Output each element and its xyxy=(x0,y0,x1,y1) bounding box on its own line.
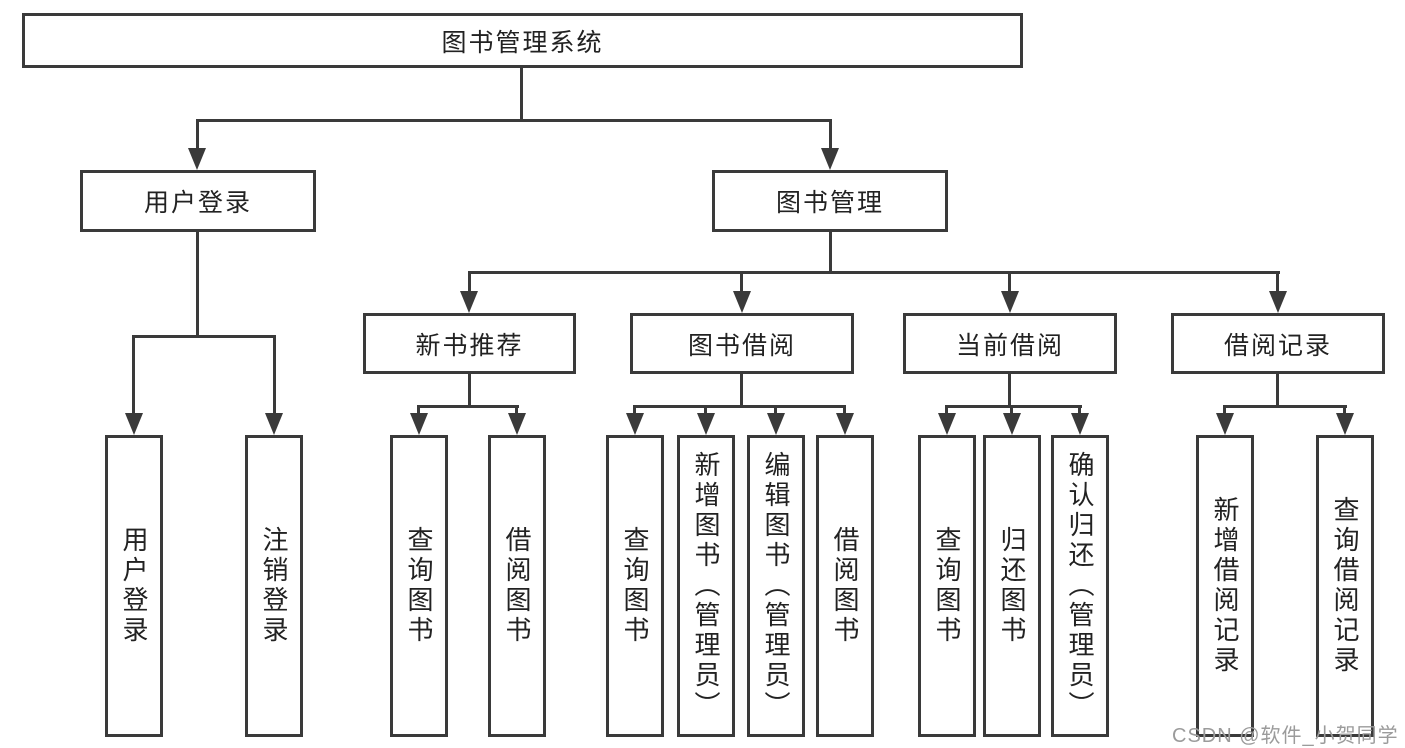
arrowhead-down xyxy=(1216,413,1234,435)
connector-line xyxy=(704,405,707,417)
connector-line xyxy=(1276,271,1279,294)
connector-line xyxy=(196,119,832,122)
connector-line xyxy=(1008,271,1011,294)
connector-line xyxy=(1223,405,1226,417)
arrowhead-down xyxy=(821,148,839,170)
arrowhead-down xyxy=(938,413,956,435)
node-book-management: 图书管理 xyxy=(712,170,948,232)
connector-line xyxy=(740,374,743,407)
arrowhead-down xyxy=(265,413,283,435)
connector-line xyxy=(196,232,199,337)
connector-line xyxy=(945,405,1082,408)
leaf-label: 归还图书 xyxy=(997,526,1027,646)
leaf-confirm-return-admin: 确认归还（管理员） xyxy=(1051,435,1109,737)
connector-line xyxy=(1010,405,1013,417)
connector-line xyxy=(468,374,471,407)
leaf-edit-books-admin: 编辑图书（管理员） xyxy=(747,435,805,737)
arrowhead-down xyxy=(410,413,428,435)
arrowhead-down xyxy=(508,413,526,435)
connector-line xyxy=(273,335,276,415)
leaf-label: 借阅图书 xyxy=(502,526,532,646)
leaf-label: 新增借阅记录 xyxy=(1210,496,1240,676)
leaf-label: 查询图书 xyxy=(932,526,962,646)
connector-line xyxy=(774,405,777,417)
arrowhead-down xyxy=(1003,413,1021,435)
node-current-borrowing: 当前借阅 xyxy=(903,313,1117,374)
node-borrowing-records: 借阅记录 xyxy=(1171,313,1385,374)
leaf-add-books-admin: 新增图书（管理员） xyxy=(677,435,735,737)
node-label: 当前借阅 xyxy=(955,331,1064,360)
node-label: 新书推荐 xyxy=(415,331,524,360)
connector-line xyxy=(132,335,135,415)
node-label: 图书借阅 xyxy=(687,331,796,360)
node-book-borrowing: 图书借阅 xyxy=(630,313,854,374)
node-new-book-recommendation: 新书推荐 xyxy=(363,313,576,374)
leaf-label: 查询图书 xyxy=(404,526,434,646)
leaf-label: 查询借阅记录 xyxy=(1330,496,1360,676)
arrowhead-down xyxy=(1269,291,1287,313)
connector-line xyxy=(843,405,846,417)
connector-line xyxy=(1008,374,1011,407)
connector-line xyxy=(1078,405,1081,417)
leaf-borrow-books-recommend: 借阅图书 xyxy=(488,435,546,737)
arrowhead-down xyxy=(460,291,478,313)
connector-line xyxy=(633,405,636,417)
leaf-label: 注销登录 xyxy=(259,526,289,646)
connector-line xyxy=(740,271,743,294)
connector-line xyxy=(829,119,832,150)
connector-line xyxy=(468,271,1280,274)
leaf-label: 新增图书（管理员） xyxy=(691,451,721,721)
leaf-user-login: 用户登录 xyxy=(105,435,163,737)
arrowhead-down xyxy=(1001,291,1019,313)
node-label: 图书管理系统 xyxy=(441,28,604,57)
arrowhead-down xyxy=(1336,413,1354,435)
leaf-label: 借阅图书 xyxy=(830,526,860,646)
arrowhead-down xyxy=(697,413,715,435)
leaf-query-books-current: 查询图书 xyxy=(918,435,976,737)
connector-line xyxy=(520,68,523,122)
leaf-query-books-recommend: 查询图书 xyxy=(390,435,448,737)
leaf-borrow-books: 借阅图书 xyxy=(816,435,874,737)
leaf-label: 用户登录 xyxy=(119,526,149,646)
leaf-label: 查询图书 xyxy=(620,526,650,646)
leaf-add-borrow-record: 新增借阅记录 xyxy=(1196,435,1254,737)
arrowhead-down xyxy=(767,413,785,435)
connector-line xyxy=(945,405,948,417)
connector-line xyxy=(468,271,471,294)
connector-line xyxy=(829,232,832,274)
connector-line xyxy=(196,119,199,150)
connector-line xyxy=(1223,405,1347,408)
arrowhead-down xyxy=(188,148,206,170)
arrowhead-down xyxy=(125,413,143,435)
arrowhead-down xyxy=(626,413,644,435)
connector-line xyxy=(417,405,420,417)
connector-line xyxy=(633,405,846,408)
connector-line xyxy=(515,405,518,417)
csdn-watermark: CSDN @软件_小贺同学 xyxy=(1172,725,1399,747)
connector-line xyxy=(1343,405,1346,417)
leaf-query-borrow-record: 查询借阅记录 xyxy=(1316,435,1374,737)
leaf-return-books: 归还图书 xyxy=(983,435,1041,737)
connector-line xyxy=(132,335,276,338)
leaf-query-books-borrowing: 查询图书 xyxy=(606,435,664,737)
leaf-logout: 注销登录 xyxy=(245,435,303,737)
arrowhead-down xyxy=(733,291,751,313)
node-label: 借阅记录 xyxy=(1223,331,1332,360)
arrowhead-down xyxy=(1071,413,1089,435)
node-label: 图书管理 xyxy=(775,189,884,217)
node-label: 用户登录 xyxy=(143,189,252,217)
leaf-label: 编辑图书（管理员） xyxy=(761,451,791,721)
node-library-management-system: 图书管理系统 xyxy=(22,13,1023,68)
node-user-login: 用户登录 xyxy=(80,170,316,232)
connector-line xyxy=(1276,374,1279,407)
connector-line xyxy=(417,405,519,408)
arrowhead-down xyxy=(836,413,854,435)
leaf-label: 确认归还（管理员） xyxy=(1065,451,1095,721)
